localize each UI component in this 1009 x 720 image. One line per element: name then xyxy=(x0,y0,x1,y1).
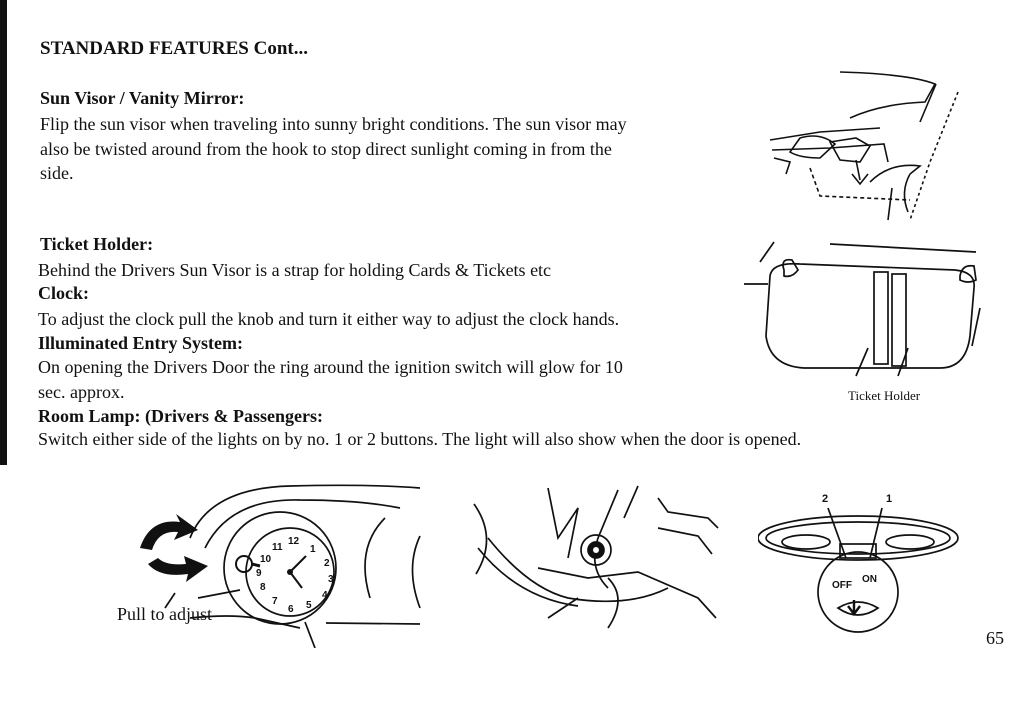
rotate-arrow-icon xyxy=(140,514,208,582)
ticket-holder-caption: Ticket Holder xyxy=(848,388,921,403)
dial-number-4: 4 xyxy=(322,590,328,601)
sun-visor-line-1: Flip the sun visor when traveling into s… xyxy=(40,114,627,134)
clock-illustration: 12 1 2 3 4 5 6 7 8 9 10 11 xyxy=(130,478,430,648)
clock-caption: Pull to adjust xyxy=(117,604,213,624)
page-edge-shadow xyxy=(0,0,7,465)
dial-number-7: 7 xyxy=(272,596,278,607)
clock-dial: 12 1 2 3 4 5 6 7 8 9 10 11 xyxy=(140,514,334,615)
ticket-holder-line-1: Behind the Drivers Sun Visor is a strap … xyxy=(38,260,552,280)
sun-visor-heading: Sun Visor / Vanity Mirror: xyxy=(40,88,245,108)
dial-number-12: 12 xyxy=(288,536,300,547)
entry-system-line-2: sec. approx. xyxy=(38,382,125,402)
page-title: STANDARD FEATURES Cont... xyxy=(40,38,308,59)
sun-visor-line-3: side. xyxy=(40,163,74,183)
page-number: 65 xyxy=(986,628,1004,648)
room-lamp-labels: 2 1 OFF ON xyxy=(822,493,892,591)
room-lamp-heading: Room Lamp: (Drivers & Passengers: xyxy=(38,406,323,426)
dial-number-1: 1 xyxy=(310,544,316,555)
button-label-1: 1 xyxy=(886,493,892,505)
room-lamp-illustration: 2 1 OFF ON xyxy=(758,488,988,638)
dial-number-10: 10 xyxy=(260,554,272,565)
dial-number-9: 9 xyxy=(256,568,262,579)
entry-system-line-1: On opening the Drivers Door the ring aro… xyxy=(38,357,623,377)
sun-visor-illustration xyxy=(760,62,970,222)
entry-system-heading: Illuminated Entry System: xyxy=(38,333,244,353)
dial-number-5: 5 xyxy=(306,600,312,611)
sun-visor-line-2: also be twisted around from the hook to … xyxy=(40,139,612,159)
switch-label-off: OFF xyxy=(832,580,852,591)
dial-number-2: 2 xyxy=(324,558,330,569)
clock-line-1: To adjust the clock pull the knob and tu… xyxy=(38,309,620,329)
pull-knob-icon xyxy=(235,555,261,573)
dial-number-11: 11 xyxy=(272,542,283,553)
ignition-illustration xyxy=(468,478,728,638)
button-label-2: 2 xyxy=(822,493,828,505)
switch-label-on: ON xyxy=(862,574,877,585)
room-lamp-line-1: Switch either side of the lights on by n… xyxy=(38,429,802,449)
ticket-holder-heading: Ticket Holder: xyxy=(40,234,154,254)
dial-number-6: 6 xyxy=(288,604,294,615)
dial-number-8: 8 xyxy=(260,582,266,593)
ticket-holder-illustration xyxy=(740,236,990,386)
dial-number-3: 3 xyxy=(328,574,334,585)
clock-heading: Clock: xyxy=(38,283,89,303)
